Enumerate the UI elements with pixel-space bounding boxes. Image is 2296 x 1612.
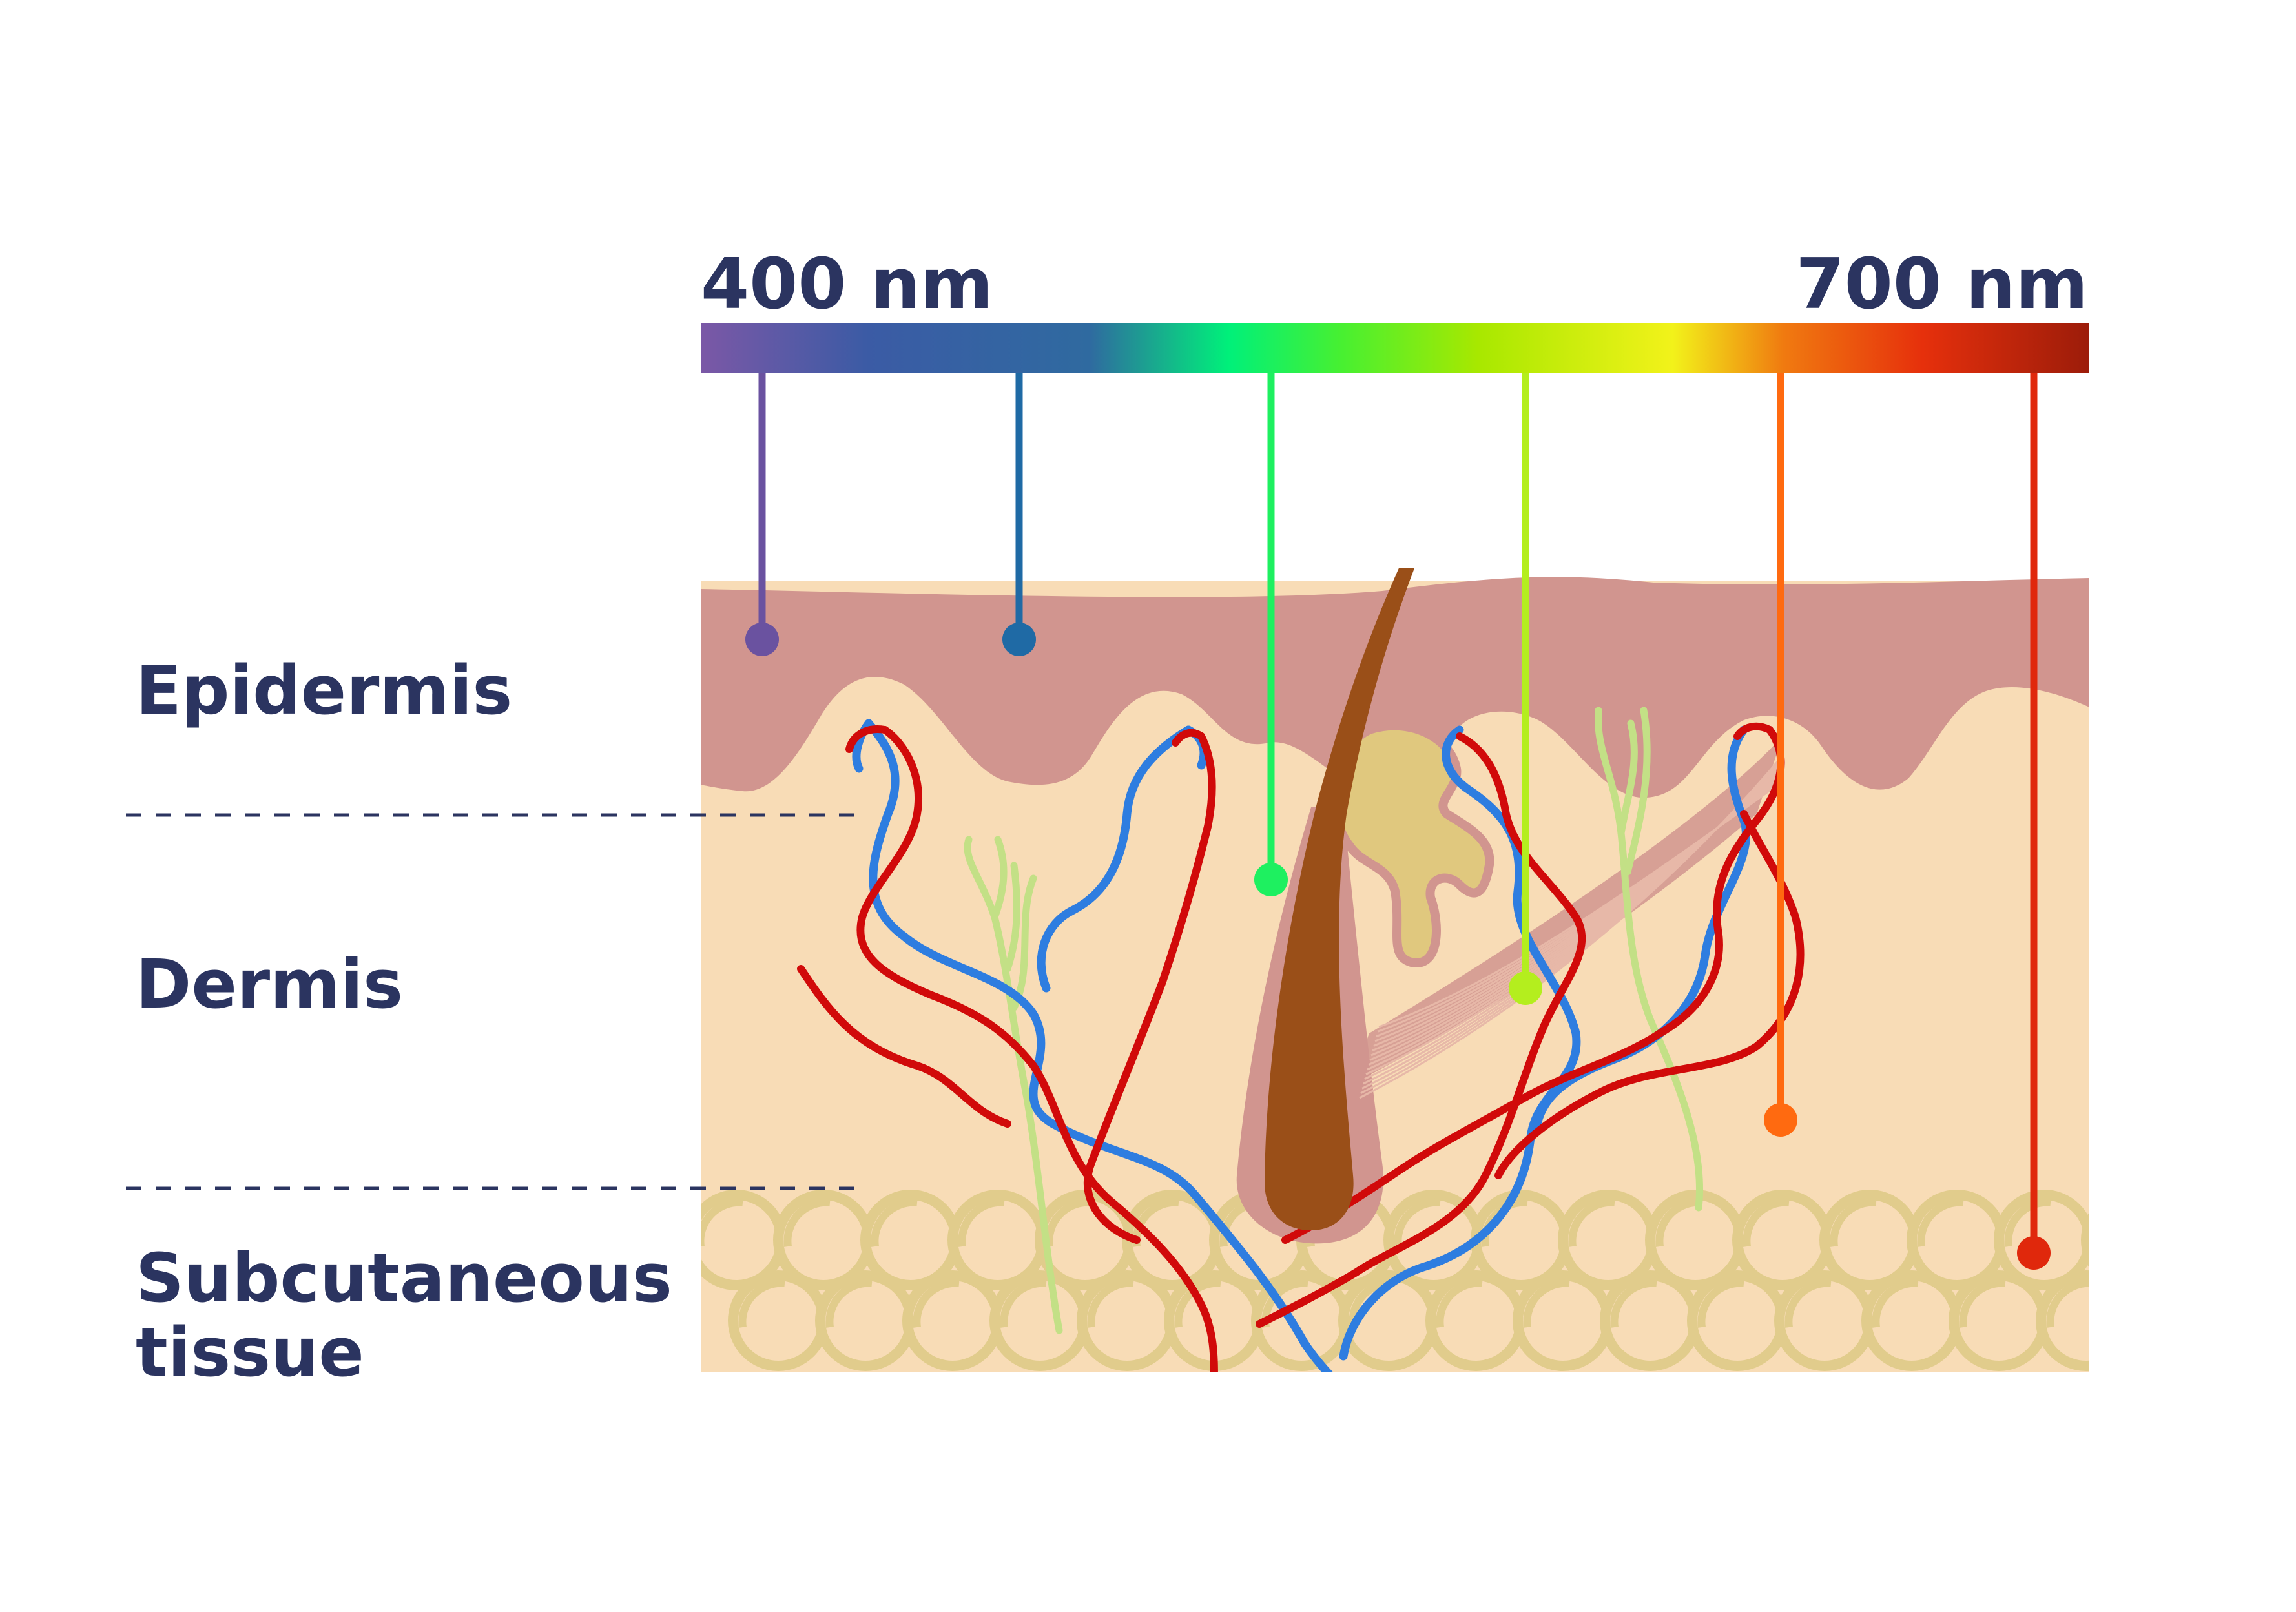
arrector-pili-muscle bbox=[1350, 736, 1784, 1099]
fat-cell-inner-arc bbox=[1087, 1279, 1134, 1328]
artery bbox=[845, 725, 889, 753]
fat-cell bbox=[1077, 1270, 1177, 1371]
fat-cell bbox=[2128, 1276, 2218, 1366]
nerve-fiber bbox=[1594, 707, 1704, 1212]
fat-cells bbox=[701, 1190, 2218, 1371]
fat-cell-inner-arc bbox=[2137, 1283, 2180, 1327]
fat-cell bbox=[2036, 1270, 2089, 1371]
fat-cell-inner-arc bbox=[1959, 1279, 2006, 1328]
artery bbox=[1256, 732, 1586, 1328]
fat-cell bbox=[1949, 1270, 2049, 1371]
fat-cell bbox=[1774, 1270, 1875, 1371]
layer-label-epidermis: Epidermis bbox=[136, 651, 513, 730]
fat-cell-inner-arc bbox=[2004, 1198, 2051, 1247]
probe-dot bbox=[1509, 971, 1542, 1005]
fat-cell-inner-arc bbox=[783, 1198, 831, 1247]
fat-cell bbox=[1600, 1270, 1701, 1371]
artery bbox=[1494, 810, 1805, 1179]
fat-cell bbox=[902, 1270, 1003, 1371]
scale-min-label: 400 nm bbox=[701, 244, 993, 325]
probe-dot bbox=[1254, 863, 1288, 896]
fat-cell-inner-arc bbox=[701, 1198, 743, 1246]
fat-cell-inner-arc bbox=[1394, 1198, 1441, 1247]
fat-cell-inner-arc bbox=[871, 1198, 918, 1247]
layer-label-dermis: Dermis bbox=[136, 945, 404, 1024]
fat-cell-inner-arc bbox=[738, 1279, 785, 1328]
fat-cell-inner-arc bbox=[1000, 1279, 1047, 1328]
vein bbox=[1037, 725, 1193, 993]
fat-cell-inner-arc bbox=[1655, 1198, 1702, 1247]
fat-cell-inner-arc bbox=[1743, 1198, 1790, 1247]
fat-cell bbox=[2081, 1212, 2089, 1268]
fat-cell-inner-arc bbox=[913, 1279, 960, 1328]
fat-cell-inner-arc bbox=[1784, 1279, 1832, 1328]
wavelength-penetration-probes bbox=[745, 373, 2051, 1270]
nerve-fiber bbox=[1004, 862, 1020, 973]
fat-cell-inner-arc bbox=[1872, 1279, 1919, 1328]
artery bbox=[1083, 732, 1216, 1244]
fat-cell bbox=[1425, 1270, 1526, 1371]
epidermis-layer bbox=[701, 577, 2089, 801]
fat-cell-inner-arc bbox=[1436, 1279, 1483, 1328]
fat-cell-inner-arc bbox=[1830, 1198, 1877, 1247]
fat-cell-inner-arc bbox=[1523, 1279, 1570, 1328]
vein bbox=[1339, 725, 1581, 1361]
fat-cell bbox=[728, 1270, 829, 1371]
hair-shaft bbox=[1265, 568, 1414, 1230]
artery bbox=[856, 726, 1218, 1372]
probe-dot bbox=[1002, 623, 1036, 656]
layer-label-subcutaneous-line1: Subcutaneous bbox=[136, 1239, 672, 1318]
skin-block bbox=[701, 568, 2218, 1372]
probe-dot bbox=[745, 623, 779, 656]
probe-dot bbox=[2017, 1236, 2051, 1270]
wavelength-spectrum-bar bbox=[701, 323, 2089, 373]
probe-dot bbox=[1764, 1103, 1797, 1137]
arteries bbox=[797, 722, 1805, 1372]
fat-cell bbox=[1861, 1270, 1962, 1371]
fat-cell bbox=[1687, 1270, 1788, 1371]
nerve-fiber bbox=[991, 836, 1008, 921]
sebaceous-gland bbox=[1330, 721, 1494, 967]
fat-cell-inner-arc bbox=[2095, 1203, 2138, 1246]
fat-cell bbox=[1513, 1270, 1613, 1371]
fat-cell-inner-arc bbox=[2046, 1279, 2089, 1328]
fat-cell bbox=[815, 1270, 916, 1371]
fat-cell-inner-arc bbox=[1568, 1198, 1615, 1247]
scale-max-label: 700 nm bbox=[1795, 244, 2088, 325]
artery bbox=[797, 965, 1011, 1128]
fat-cell bbox=[989, 1270, 1090, 1371]
fat-cell-inner-arc bbox=[825, 1279, 873, 1328]
muscle-body bbox=[1350, 736, 1783, 1085]
nerve-fiber bbox=[1617, 719, 1638, 837]
fat-cell-inner-arc bbox=[1917, 1198, 1964, 1247]
nerve-fiber bbox=[1624, 707, 1651, 876]
nerve-fiber bbox=[1010, 874, 1037, 1011]
fat-cell-inner-arc bbox=[1174, 1279, 1221, 1328]
fat-cell-inner-arc bbox=[1610, 1279, 1657, 1328]
fat-cell-inner-arc bbox=[958, 1198, 1005, 1247]
layer-label-subcutaneous-line2: tissue bbox=[136, 1313, 364, 1392]
fat-cell-inner-arc bbox=[1697, 1279, 1744, 1328]
artery bbox=[1172, 728, 1205, 747]
artery bbox=[1733, 722, 1774, 740]
fat-cell-inner-arc bbox=[1045, 1198, 1092, 1247]
